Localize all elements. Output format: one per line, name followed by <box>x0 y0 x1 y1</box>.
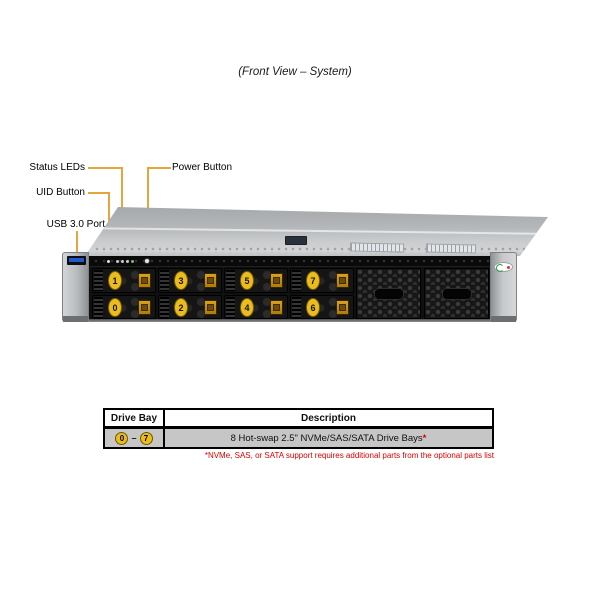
usb-port-icon <box>67 256 86 265</box>
control-panel-strip <box>85 256 492 267</box>
brand-badge <box>285 236 307 245</box>
ear-foot <box>63 316 88 322</box>
bay-number-badge: 7 <box>139 431 153 445</box>
tray-grip-icon <box>292 270 301 291</box>
tray-grip-icon <box>160 296 169 318</box>
tray-grip-icon <box>94 296 103 318</box>
chassis-bottom-rail <box>85 319 492 322</box>
drive-latch-button-icon <box>336 299 349 315</box>
status-led-icon <box>121 260 124 263</box>
drive-latch-button-icon <box>138 299 151 315</box>
callout-status-leds: Status LEDs <box>29 162 85 173</box>
table-header-row: Drive Bay Description <box>105 410 492 429</box>
status-led-icon <box>126 260 129 263</box>
drive-bay-0: 0 <box>92 294 156 319</box>
status-led-icon <box>131 260 134 263</box>
tray-grip-icon <box>160 270 169 291</box>
leader-line-power <box>147 167 171 169</box>
spec-label-sticker <box>349 242 405 253</box>
drive-latch-button-icon <box>270 273 283 288</box>
drive-bay-number: 0 <box>108 297 122 317</box>
drive-bay-6: 6 <box>290 294 354 319</box>
drive-bay-7: 7 <box>290 268 354 293</box>
tray-grip-icon <box>226 270 235 291</box>
spec-label-sticker <box>425 243 477 254</box>
tray-grip-icon <box>226 296 235 318</box>
drive-latch-button-icon <box>138 273 151 288</box>
drive-bay-5: 5 <box>224 268 288 293</box>
bay-range-cell: 0 – 7 <box>105 429 165 447</box>
callout-usb-port: USB 3.0 Port <box>46 219 105 230</box>
drive-bay-number: 1 <box>108 271 122 290</box>
description-text: 8 Hot-swap 2.5" NVMe/SAS/SATA Drive Bays <box>230 432 423 444</box>
drive-bay-number: 2 <box>174 297 188 317</box>
lid-seam <box>97 227 537 235</box>
green-it-logo-icon <box>494 262 513 272</box>
table-header-description: Description <box>300 412 356 424</box>
rack-ear-right <box>490 252 517 322</box>
drive-bay-grid: 1 3 5 7 0 2 4 6 <box>92 268 354 319</box>
leader-line-usb <box>76 231 78 257</box>
leader-line-uid <box>88 192 110 194</box>
drive-bay-number: 3 <box>174 271 188 290</box>
figure-caption: (Front View – System) <box>238 66 352 78</box>
drive-bay-number: 6 <box>306 297 320 317</box>
drive-bay-table: Drive Bay Description 0 – 7 8 Hot-swap 2… <box>103 408 494 449</box>
drive-bay-2: 2 <box>158 294 222 319</box>
table-data-row: 0 – 7 8 Hot-swap 2.5" NVMe/SAS/SATA Driv… <box>105 429 492 447</box>
mesh-panel <box>356 268 421 319</box>
drive-latch-button-icon <box>204 299 217 315</box>
front-panel: 1 3 5 7 0 2 4 6 <box>85 256 492 322</box>
chassis-lid <box>85 207 548 256</box>
table-footnote: *NVMe, SAS, or SATA support requires add… <box>204 451 494 460</box>
tray-grip-icon <box>94 270 103 291</box>
leader-line-status <box>88 167 123 169</box>
drive-bay-number: 5 <box>240 271 254 290</box>
drive-bay-number: 4 <box>240 297 254 317</box>
drive-bay-number: 7 <box>306 271 320 290</box>
footnote-asterisk: * <box>422 432 427 444</box>
uid-button-icon <box>107 260 110 263</box>
lid-vent-holes <box>95 247 540 253</box>
bay-number-badge: 0 <box>115 431 129 445</box>
callout-power-button: Power Button <box>172 162 233 173</box>
mesh-panel <box>424 268 489 319</box>
drive-bay-4: 4 <box>224 294 288 319</box>
drive-latch-button-icon <box>204 273 217 288</box>
status-led-icon <box>116 260 119 263</box>
ear-foot <box>491 316 516 322</box>
rack-ear-left <box>62 252 89 322</box>
callout-uid-button: UID Button <box>36 187 85 198</box>
table-header-drive-bay: Drive Bay <box>105 410 165 426</box>
drive-bay-3: 3 <box>158 268 222 293</box>
tray-grip-icon <box>292 296 301 318</box>
description-cell: 8 Hot-swap 2.5" NVMe/SAS/SATA Drive Bays… <box>165 429 492 447</box>
bay-range-separator: – <box>131 433 137 443</box>
power-button-icon <box>145 259 149 263</box>
drive-latch-button-icon <box>336 273 349 288</box>
drive-latch-button-icon <box>270 299 283 315</box>
drive-bay-1: 1 <box>92 268 156 293</box>
